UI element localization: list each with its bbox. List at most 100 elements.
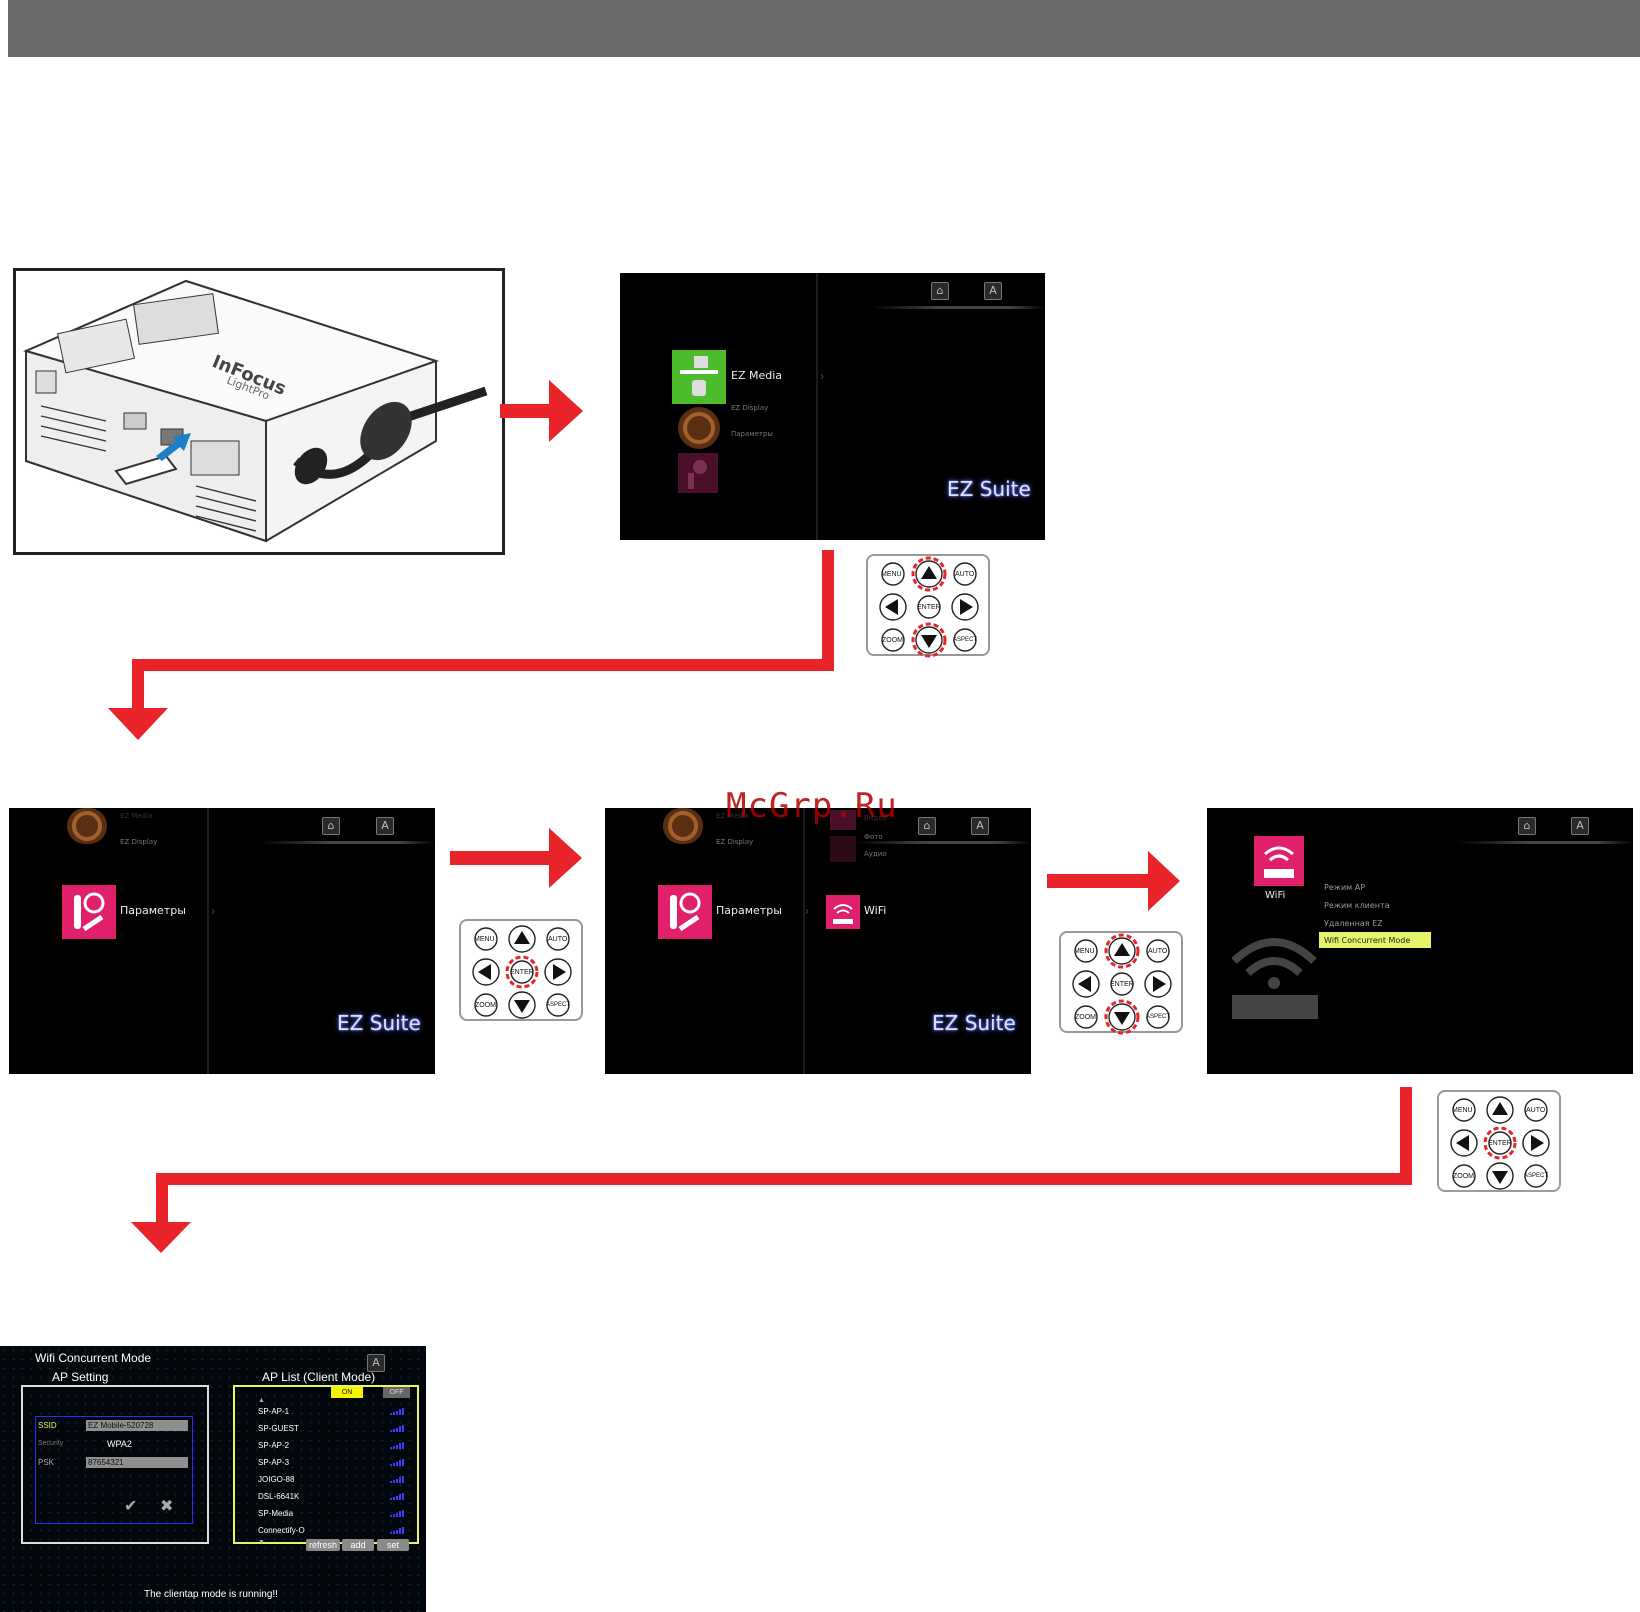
ap-item[interactable]: DSL-6641K [258, 1492, 300, 1501]
wifi-menu-remote[interactable]: Удаленная EZ [1324, 919, 1383, 928]
confirm-check-icon[interactable]: ✔ [124, 1496, 138, 1515]
scroll-down-icon[interactable]: ▼ [258, 1539, 265, 1546]
arrow-4-head [1148, 851, 1180, 911]
cancel-x-icon[interactable]: ✖ [160, 1496, 174, 1515]
wrench-icon [670, 892, 701, 932]
remote-menu-label: MENU [474, 936, 495, 943]
wrench-icon [688, 460, 707, 489]
params-label: Параметры [716, 904, 782, 917]
set-button[interactable]: set [377, 1539, 409, 1551]
arrow-5-down [156, 1173, 168, 1223]
wifi-status-icon: A [984, 282, 1002, 300]
remote-icon: ⌂ [322, 817, 340, 835]
security-value[interactable]: WPA2 [107, 1439, 132, 1449]
remote-auto-label: AUTO [955, 571, 975, 578]
wifi-menu-highlight[interactable] [1319, 932, 1431, 948]
ez-display-tile[interactable] [678, 407, 720, 449]
remote-zoom-label: ZOOM [475, 1002, 496, 1009]
ez-suite-logo: EZ Suite [337, 1011, 421, 1035]
wcm-title: Wifi Concurrent Mode [35, 1351, 152, 1365]
display-icon [668, 811, 698, 841]
ap-item[interactable]: SP-AP-2 [258, 1441, 290, 1450]
ez-display-tile[interactable] [67, 808, 107, 844]
wifi-status-icon: A [1571, 817, 1589, 835]
remote-icon: ⌂ [1518, 817, 1536, 835]
remote-pad [1072, 933, 1172, 1035]
ez-display-label: EZ Display [716, 838, 754, 846]
remote-enter-label: ENTER [917, 604, 941, 611]
ez-display-tile[interactable] [663, 808, 703, 844]
remote-enter-label: ENTER [510, 969, 534, 976]
arrow-5-horizontal [156, 1173, 1412, 1185]
remote-pad [879, 556, 979, 658]
arrow-1-head [549, 380, 583, 442]
params-label: Параметры [731, 430, 773, 438]
remote-menu-label: MENU [881, 571, 902, 578]
photo-audio-tile[interactable] [830, 836, 856, 862]
params-tile[interactable] [62, 885, 116, 939]
wifi-menu-concurrent[interactable]: Wifi Concurrent Mode [1324, 936, 1411, 945]
signal-icon [390, 1493, 404, 1500]
remote-auto-label: AUTO [1148, 948, 1168, 955]
ap-item[interactable]: Connectify-O [258, 1526, 305, 1535]
remote-pad [472, 925, 572, 1019]
remote-zoom-label: ZOOM [882, 637, 903, 644]
ap-setting-panel [21, 1385, 209, 1544]
arrow-3-shaft [450, 851, 552, 865]
arrow-2-down [132, 659, 144, 709]
add-button[interactable]: add [342, 1539, 374, 1551]
off-toggle[interactable]: OFF [383, 1387, 410, 1398]
remote-pad [1450, 1096, 1550, 1190]
params-tile[interactable] [678, 453, 718, 493]
ap-item[interactable]: SP-AP-3 [258, 1458, 290, 1467]
remote-zoom-label: ZOOM [1453, 1173, 1474, 1180]
wifi-label: WiFi [864, 904, 887, 917]
ez-media-tile[interactable] [672, 350, 726, 404]
wifi-icon [833, 904, 853, 924]
remote-aspect-label: ASPECT [1524, 1173, 1549, 1179]
video-tile[interactable] [830, 810, 856, 830]
arrow-2-horizontal [132, 659, 834, 671]
wifi-tile[interactable] [1254, 836, 1304, 886]
scroll-up-icon[interactable]: ▲ [258, 1397, 265, 1404]
chevron-right-icon: › [820, 369, 824, 383]
wifi-menu-ap[interactable]: Режим AP [1324, 883, 1366, 892]
remote-menu-label: MENU [1074, 948, 1095, 955]
ap-item[interactable]: SP-GUEST [258, 1424, 299, 1433]
psk-field[interactable]: 87654321 [86, 1457, 188, 1468]
signal-icon [390, 1442, 404, 1449]
arrow-5-head [131, 1222, 191, 1253]
ez-media-label: EZ Media [120, 812, 153, 820]
ap-item[interactable]: SP-Media [258, 1509, 294, 1518]
status-message: The clientap mode is running!! [144, 1589, 278, 1600]
wifi-menu-client[interactable]: Режим клиента [1324, 901, 1390, 910]
remote-enter: MENU AUTO ENTER ZOOM ASPECT [459, 919, 583, 1021]
remote-updown: MENU AUTO ENTER ZOOM ASPECT [866, 554, 990, 658]
wifi-status-icon: A [971, 817, 989, 835]
remote-enter-2: MENU AUTO ENTER ZOOM ASPECT [1437, 1090, 1561, 1192]
wifi-status-icon: A [376, 817, 394, 835]
arrow-5-vertical [1400, 1087, 1412, 1185]
ap-item[interactable]: SP-AP-1 [258, 1407, 290, 1416]
arrow-2-head [108, 708, 168, 740]
wifi-icon [1264, 846, 1294, 878]
remote-zoom-label: ZOOM [1075, 1014, 1096, 1021]
signal-icon [390, 1408, 404, 1415]
wifi-tile[interactable] [826, 895, 860, 929]
display-icon [683, 412, 715, 444]
video-label: Видео [864, 814, 887, 822]
chevron-right-icon: › [805, 904, 809, 918]
signal-icon [390, 1527, 404, 1534]
screen-wifi-submenu: ⌂ A EZ Media EZ Display Параметры › Виде… [605, 808, 1031, 1074]
chevron-right-icon: › [211, 904, 215, 918]
remote-aspect-label: ASPECT [953, 637, 978, 643]
audio-label: Аудио [864, 850, 887, 858]
ssid-field[interactable]: EZ Mobile-520728 [86, 1420, 188, 1431]
ap-item[interactable]: JOIGO-88 [258, 1475, 295, 1484]
on-toggle[interactable]: ON [331, 1387, 363, 1398]
remote-menu-label: MENU [1452, 1107, 1473, 1114]
refresh-button[interactable]: refresh [306, 1539, 340, 1551]
wrench-icon [74, 892, 105, 932]
params-tile[interactable] [658, 885, 712, 939]
